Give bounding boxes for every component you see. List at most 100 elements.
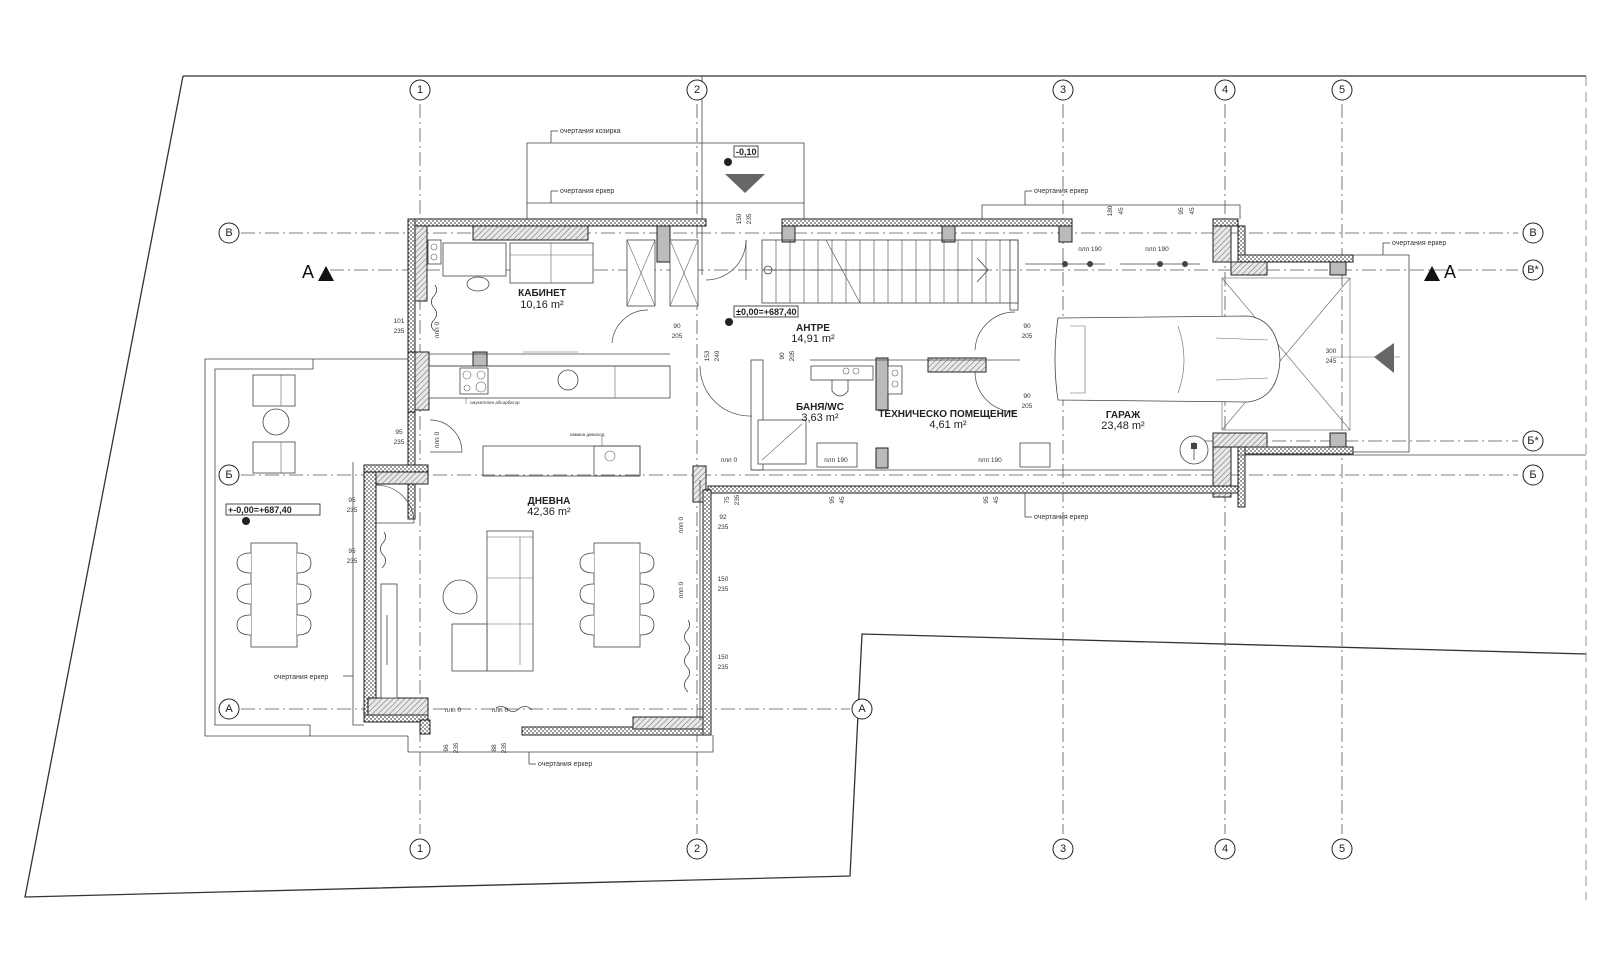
svg-text:95: 95 [829, 496, 836, 504]
svg-text:2: 2 [694, 84, 700, 96]
svg-text:235: 235 [718, 664, 729, 671]
svg-text:45: 45 [1118, 207, 1125, 215]
svg-text:3,63 m²: 3,63 m² [801, 412, 839, 424]
svg-text:+-0,00=+687,40: +-0,00=+687,40 [228, 505, 292, 515]
svg-text:240: 240 [714, 350, 721, 361]
svg-text:плп 0: плп 0 [434, 431, 441, 448]
svg-text:ТЕХНИЧЕСКО ПОМЕЩЕНИЕ: ТЕХНИЧЕСКО ПОМЕЩЕНИЕ [878, 409, 1018, 420]
axis-bubble-5-top: 5 [1331, 79, 1353, 101]
site-boundary [24, 75, 1587, 900]
svg-text:A: A [1444, 262, 1456, 282]
svg-text:88: 88 [491, 744, 498, 752]
svg-text:75: 75 [724, 496, 731, 504]
svg-text:В: В [1529, 227, 1536, 239]
svg-text:45: 45 [839, 496, 846, 504]
svg-text:±0,00=+687,40: ±0,00=+687,40 [736, 307, 797, 317]
svg-text:92: 92 [719, 514, 727, 521]
axis-bubble-4-bottom: 4 [1214, 838, 1236, 860]
svg-text:смукателен абсорбатор: смукателен абсорбатор [470, 400, 520, 405]
svg-text:153: 153 [704, 350, 711, 361]
svg-text:205: 205 [789, 350, 796, 361]
svg-text:Б*: Б* [1527, 435, 1539, 447]
svg-text:1: 1 [417, 843, 423, 855]
svg-text:90: 90 [1023, 323, 1031, 330]
svg-text:180: 180 [1107, 205, 1114, 216]
garage-contents [1054, 277, 1400, 465]
walls [363, 218, 1354, 736]
svg-text:плп 0: плп 0 [492, 707, 509, 714]
svg-text:А: А [858, 703, 866, 715]
level-marker-interior: ±0,00=+687,40 [725, 305, 799, 326]
svg-text:4: 4 [1222, 84, 1228, 96]
svg-text:плп 190: плп 190 [1078, 246, 1102, 253]
svg-text:90: 90 [1023, 393, 1031, 400]
svg-text:150: 150 [718, 654, 729, 661]
svg-text:95: 95 [348, 497, 356, 504]
svg-text:3: 3 [1060, 84, 1066, 96]
svg-text:235: 235 [347, 558, 358, 565]
svg-text:235: 235 [718, 524, 729, 531]
axis-bubble-3-bottom: 3 [1052, 838, 1074, 860]
svg-text:плп 0: плп 0 [445, 707, 462, 714]
svg-text:90: 90 [673, 323, 681, 330]
axis-bubble-Bstar-right: Б* [1522, 430, 1544, 452]
svg-text:5: 5 [1339, 84, 1345, 96]
dimension-labels: 150 235 180 45 95 45 плп 190 плп 190 101… [347, 205, 1337, 753]
kitchen: смукателен абсорбатор камина димоход [428, 351, 671, 477]
axis-bubble-B-left: Б [218, 464, 240, 486]
svg-text:плп 0: плп 0 [721, 457, 738, 464]
svg-text:А: А [225, 703, 233, 715]
axis-bubble-1-top: 1 [409, 79, 431, 101]
svg-text:4: 4 [1222, 843, 1228, 855]
svg-text:235: 235 [501, 742, 508, 753]
svg-text:45: 45 [993, 496, 1000, 504]
svg-text:очертания еркер: очертания еркер [1034, 514, 1088, 521]
axis-bubble-2-top: 2 [686, 79, 708, 101]
svg-text:плп 190: плп 190 [824, 457, 848, 464]
svg-text:очертания еркер: очертания еркер [1034, 188, 1088, 195]
axis-bubble-1-bottom: 1 [409, 838, 431, 860]
svg-text:45: 45 [1189, 207, 1196, 215]
svg-text:КАБИНЕТ: КАБИНЕТ [518, 288, 566, 299]
svg-text:90: 90 [779, 352, 786, 360]
axis-bubble-V-right: В [1522, 222, 1544, 244]
svg-text:плп 190: плп 190 [978, 457, 1002, 464]
svg-text:150: 150 [718, 576, 729, 583]
svg-text:A: A [302, 262, 314, 282]
room-label-bathroom: БАНЯ/WC3,63 m² [796, 402, 844, 424]
terrace-furniture [236, 374, 312, 648]
svg-text:плп 190: плп 190 [1145, 246, 1169, 253]
svg-text:95: 95 [1178, 207, 1185, 215]
grid-axes-horizontal [241, 232, 1518, 710]
staircase [761, 239, 1019, 311]
svg-text:235: 235 [718, 586, 729, 593]
cabinet-furniture [427, 239, 699, 332]
svg-text:очертания еркер: очертания еркер [1392, 240, 1446, 247]
doors [375, 239, 1016, 524]
svg-text:235: 235 [394, 439, 405, 446]
axis-bubble-3-top: 3 [1052, 79, 1074, 101]
svg-text:205: 205 [1022, 403, 1033, 410]
svg-text:95: 95 [395, 429, 403, 436]
svg-text:235: 235 [734, 494, 741, 505]
axis-bubble-5-bottom: 5 [1331, 838, 1353, 860]
canopy-outline: очертания козирка очертания еркер очерта… [526, 128, 1446, 453]
axis-bubble-Vstar-right: В* [1522, 259, 1544, 281]
svg-text:очертания еркер: очертания еркер [538, 761, 592, 768]
level-marker-terrace: +-0,00=+687,40 [225, 503, 321, 525]
svg-text:-0,10: -0,10 [736, 147, 757, 157]
svg-text:3: 3 [1060, 843, 1066, 855]
svg-text:14,91 m²: 14,91 m² [791, 333, 835, 345]
section-marker-left: A [302, 262, 334, 282]
svg-text:95: 95 [983, 496, 990, 504]
svg-text:В*: В* [1527, 264, 1539, 276]
axis-bubble-A-right: А [851, 698, 873, 720]
svg-text:96: 96 [443, 744, 450, 752]
svg-text:245: 245 [1326, 358, 1337, 365]
svg-text:42,36 m²: 42,36 m² [527, 506, 571, 518]
svg-text:10,16 m²: 10,16 m² [520, 299, 564, 311]
